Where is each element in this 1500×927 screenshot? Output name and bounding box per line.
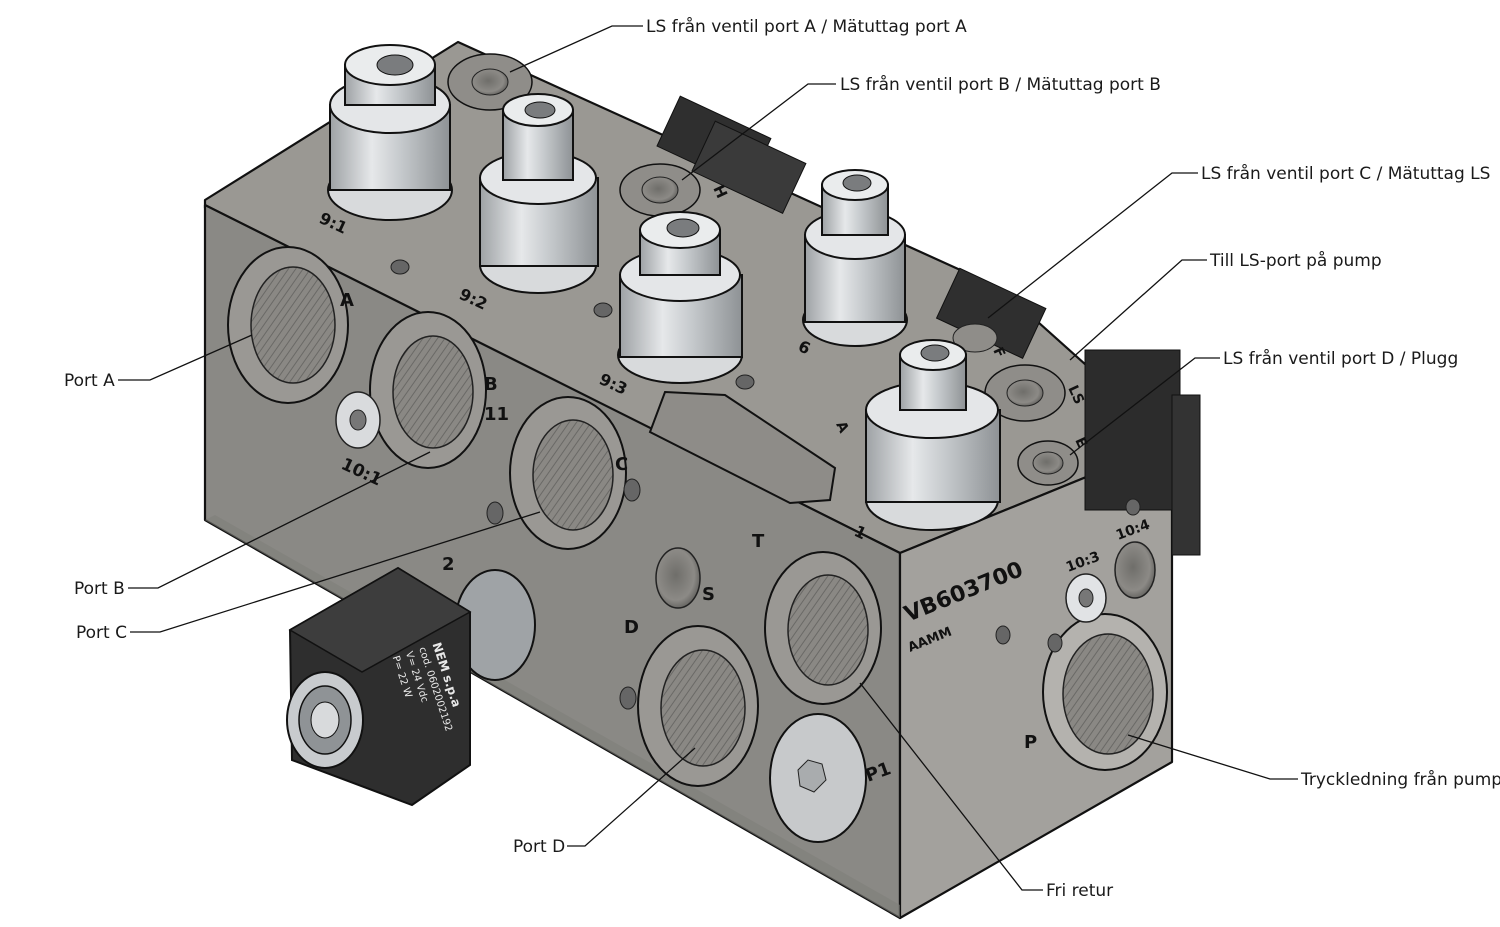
callout-fri-retur: Fri retur	[1046, 881, 1113, 901]
side-solenoids	[656, 95, 1201, 556]
port-t	[764, 551, 882, 705]
leader-lines	[118, 25, 1298, 891]
block-right-face	[898, 440, 1174, 920]
cartridge-9-1	[327, 44, 453, 221]
solenoid-coil: NEM s.p.a cod. 0602002192 V= 24 Vdc P= 2…	[286, 566, 536, 807]
cartridge-9-2	[479, 93, 599, 294]
cartridge-9-3	[617, 211, 743, 384]
port-10-4	[1114, 541, 1156, 599]
engr-t: T	[752, 531, 765, 552]
callout-port-d: Port D	[513, 837, 565, 857]
callout-port-a: Port A	[64, 371, 115, 391]
nameplate-recess	[648, 390, 837, 505]
engr-a: A	[340, 290, 354, 311]
callouts: LS från ventil port A / Mätuttag port A …	[64, 16, 1500, 901]
engr-c: C	[615, 454, 628, 475]
engr-11: 11	[484, 404, 509, 425]
port-a	[227, 246, 349, 404]
callout-till-ls: Till LS-port på pump	[1209, 250, 1382, 271]
engr-ls: LS	[1064, 383, 1087, 407]
port-s	[655, 547, 701, 609]
engr-b: B	[484, 374, 498, 395]
callout-port-b: Port B	[74, 579, 125, 599]
cartridge-1	[865, 339, 1001, 531]
callout-port-c: Port C	[76, 623, 127, 643]
engr-s: S	[702, 584, 715, 605]
callout-ls-d: LS från ventil port D / Plugg	[1223, 348, 1458, 369]
gauge-plug-10-3	[1065, 573, 1107, 623]
engr-p: P	[1024, 732, 1037, 753]
port-d	[637, 625, 759, 787]
port-p1-plug	[769, 713, 867, 843]
gauge-plug-10-1	[335, 391, 381, 449]
callout-tryck: Tryckledning från pump	[1300, 769, 1500, 790]
port-c	[509, 396, 627, 550]
engr-2: 2	[442, 554, 455, 575]
cartridge-6	[802, 169, 908, 347]
callout-ls-b: LS från ventil port B / Mätuttag port B	[840, 74, 1161, 95]
port-p	[1042, 613, 1168, 771]
engr-d: D	[624, 617, 639, 638]
callout-ls-a: LS från ventil port A / Mätuttag port A	[646, 16, 967, 37]
callout-ls-c: LS från ventil port C / Mätuttag LS	[1201, 163, 1490, 184]
port-b	[369, 311, 487, 469]
